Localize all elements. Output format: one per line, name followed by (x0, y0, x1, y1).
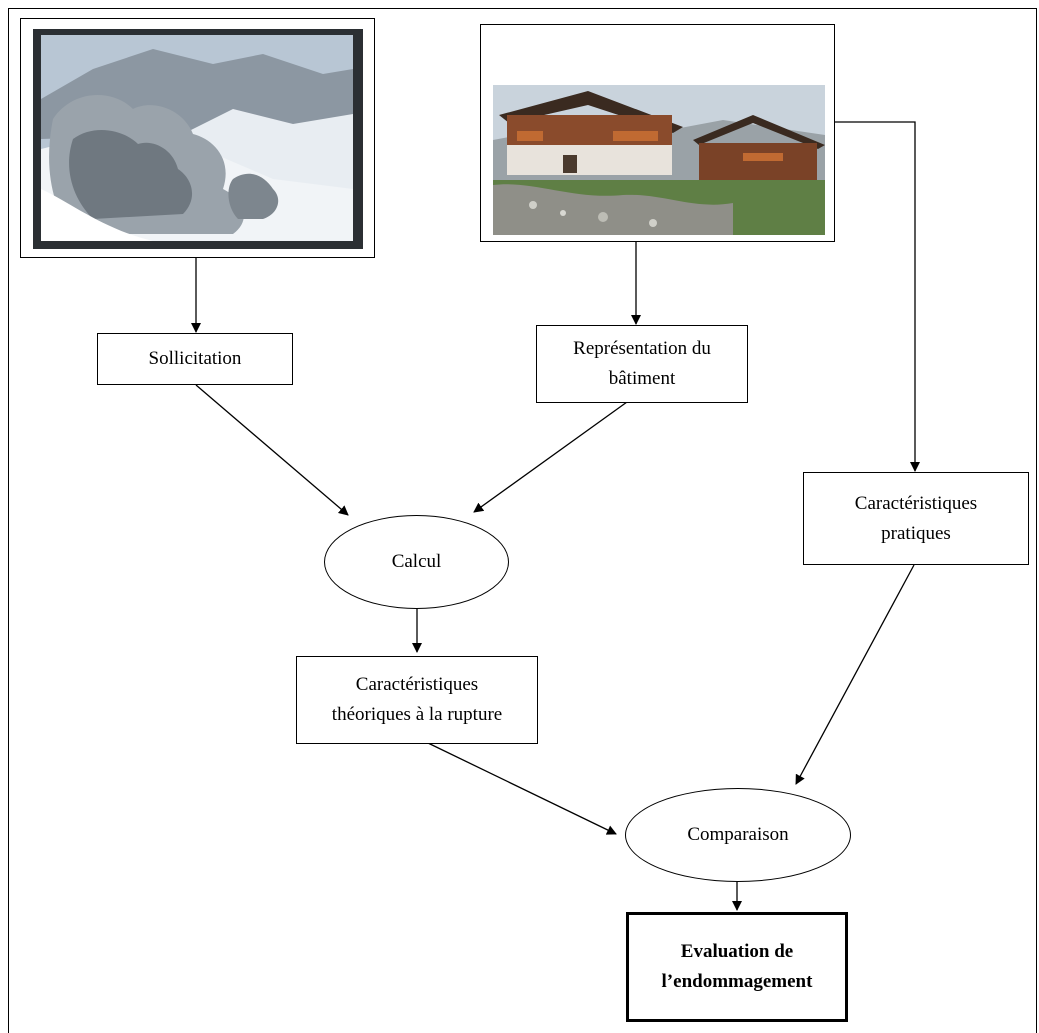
caracteristiques-pratiques-box: Caractéristiques pratiques (803, 472, 1029, 565)
avalanche-photo (33, 29, 363, 249)
arrow-representation-to-calcul (473, 401, 628, 513)
avalanche-photo-frame (20, 18, 375, 258)
evaluation-box: Evaluation de l’endommagement (626, 912, 848, 1022)
representation-box: Représentation du bâtiment (536, 325, 748, 403)
arrow-pratiques-to-comparaison (795, 564, 915, 785)
chalet-photo (493, 85, 825, 235)
arrow-sollicitation-to-calcul (195, 384, 349, 516)
outer-frame (8, 8, 1037, 1033)
arrow-chalet-to-pratiques (835, 121, 920, 472)
comparaison-ellipse: Comparaison (625, 788, 851, 882)
arrow-theoriques-to-comparaison (427, 742, 617, 835)
sollicitation-box: Sollicitation (97, 333, 293, 385)
caracteristiques-theoriques-box: Caractéristiques théoriques à la rupture (296, 656, 538, 744)
calcul-ellipse: Calcul (324, 515, 509, 609)
chalet-photo-frame (480, 24, 835, 242)
